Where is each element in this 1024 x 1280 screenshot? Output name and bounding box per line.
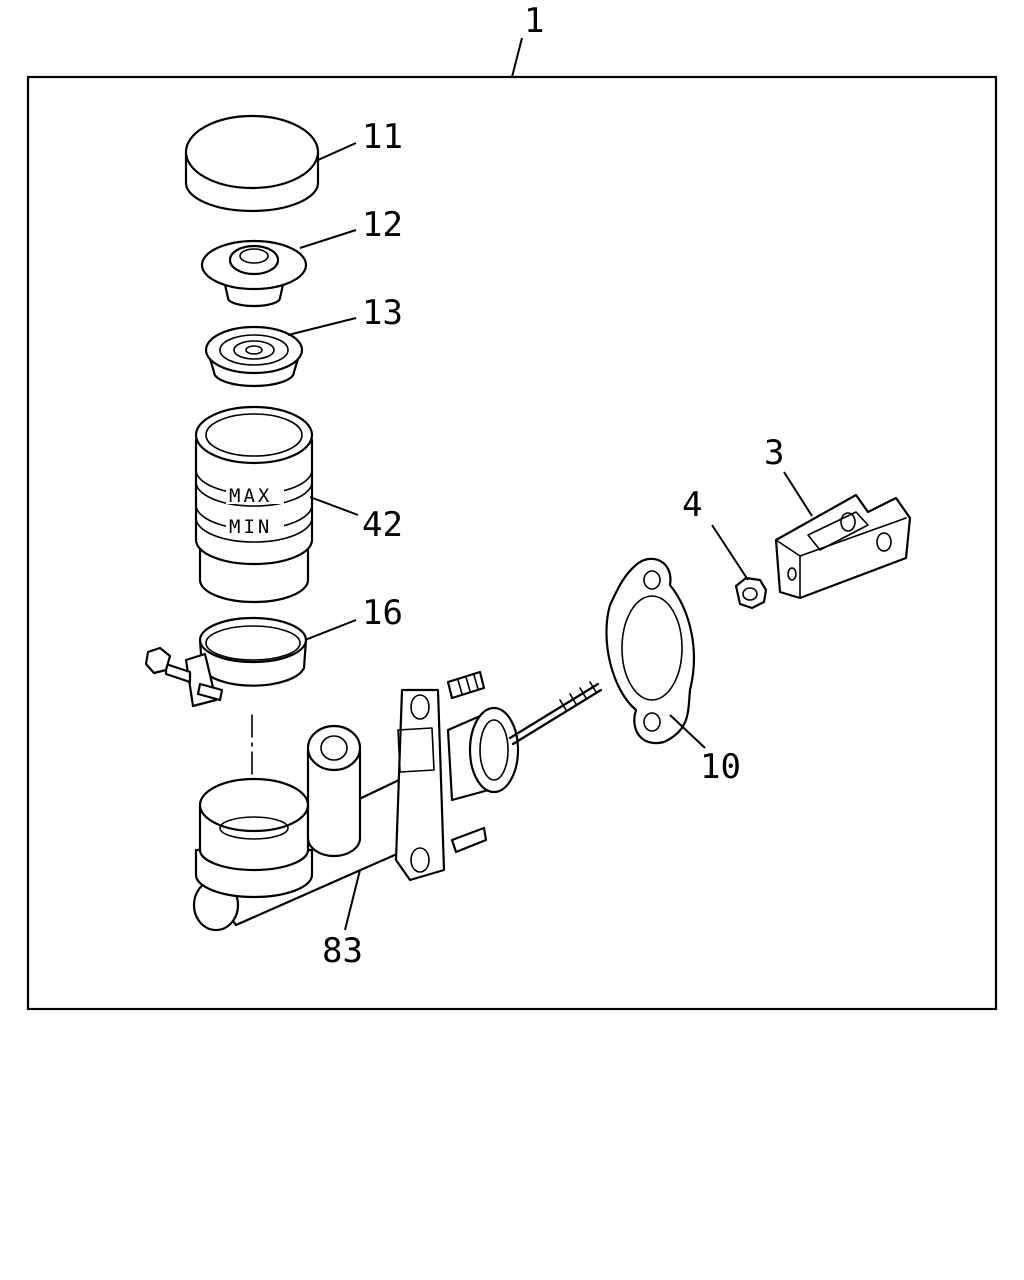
min-level-mark: MIN: [229, 516, 272, 538]
callout-12: 12: [362, 205, 403, 245]
callout-16: 16: [362, 593, 403, 633]
diaphragm: [200, 239, 308, 308]
leader-line-1: [511, 37, 523, 78]
clevis: [774, 493, 912, 600]
gasket: [605, 557, 696, 745]
leader-line-11: [317, 142, 357, 161]
leader-line-10: [669, 714, 706, 749]
hose-band: [144, 616, 308, 708]
callout-83: 83: [322, 931, 363, 971]
leader-line-3: [783, 471, 813, 517]
leader-line-42: [309, 496, 359, 516]
reservoir-seal: [204, 325, 304, 388]
master-cylinder: [192, 670, 603, 932]
assembly-frame: [26, 75, 998, 1011]
leader-line-4: [711, 524, 749, 581]
callout-13: 13: [362, 293, 403, 333]
callout-42: 42: [362, 505, 403, 545]
leader-line-16: [304, 619, 357, 641]
nut: [734, 576, 768, 610]
callout-11: 11: [362, 117, 403, 157]
reservoir-cap: [184, 114, 320, 213]
leader-line-13: [287, 317, 357, 336]
callout-3: 3: [764, 433, 784, 473]
leader-line-12: [299, 229, 357, 249]
callout-4: 4: [682, 485, 702, 525]
callout-1: 1: [524, 1, 544, 41]
leader-line-83: [344, 869, 361, 931]
max-level-mark: MAX: [229, 485, 272, 507]
callout-10: 10: [700, 747, 741, 787]
reservoir-body: MAX MIN: [194, 405, 314, 604]
